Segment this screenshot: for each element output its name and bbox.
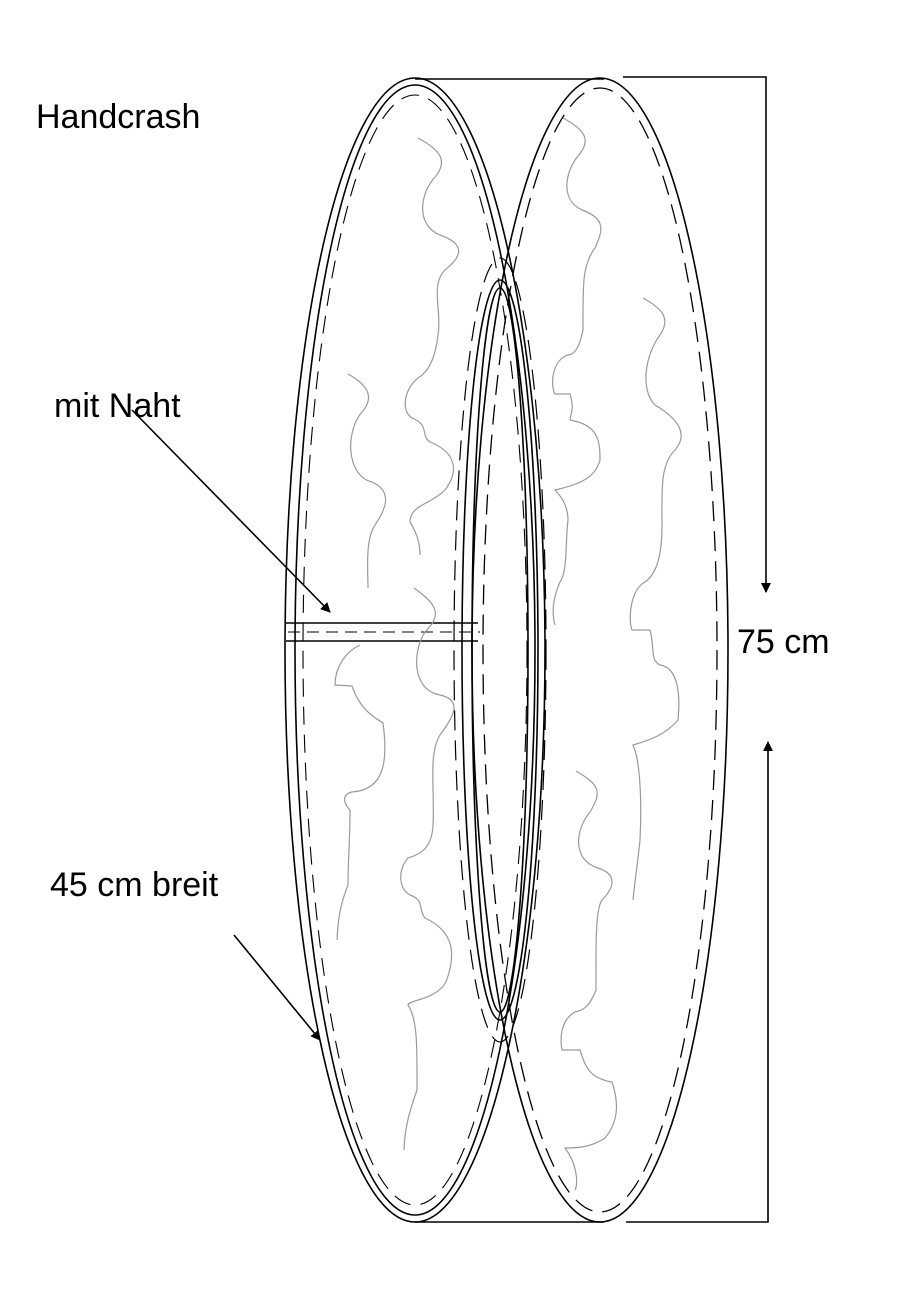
height-dimension <box>623 76 773 1223</box>
seam <box>286 622 480 642</box>
ring-side-edges <box>415 78 604 1223</box>
seam-label: mit Naht <box>54 387 181 425</box>
fabric-texture <box>334 117 682 1191</box>
diagram-title: Handcrash <box>36 98 201 136</box>
ring-front-outer-stitching <box>302 94 528 1206</box>
height-label: 75 cm <box>737 623 830 661</box>
ring-inner-stitching <box>453 257 547 1043</box>
ring-back-edge <box>471 77 729 1223</box>
ring-inner-hole <box>461 279 539 1021</box>
seam-leader-arrow <box>131 409 331 613</box>
width-leader-arrow <box>233 934 321 1041</box>
ring-front-outer-rim <box>284 77 546 1223</box>
width-label: 45 cm breit <box>50 866 219 904</box>
